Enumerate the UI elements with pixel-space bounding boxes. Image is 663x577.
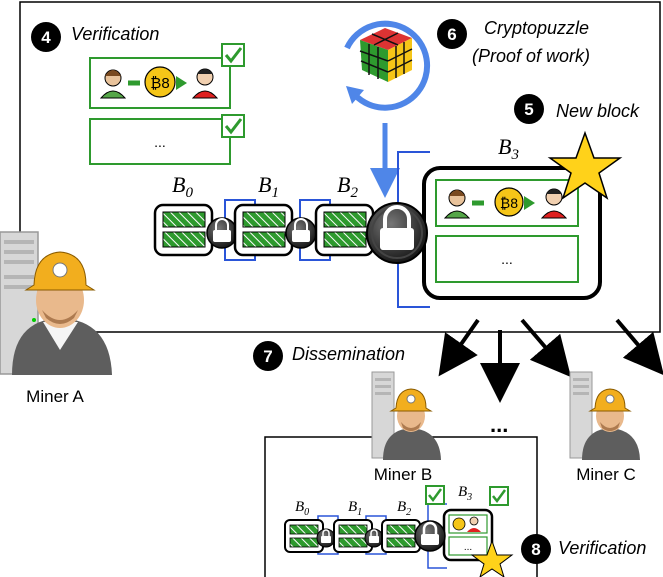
block-b3: ₿8 ... [422,166,602,300]
lock-icon [316,528,336,548]
step-5-label: New block [556,101,640,121]
miner-b-label: Miner B [374,465,433,484]
svg-text:₿8: ₿8 [150,75,169,92]
mini-block-b1 [333,519,373,553]
miner-a-label: Miner A [26,387,84,406]
step-6-label: Cryptopuzzle [484,18,589,38]
block-b3-label: B3 [498,134,519,163]
miner-b-avatar [383,388,441,460]
svg-text:...: ... [501,251,513,267]
step-7-label: Dissemination [292,344,405,364]
miner-c-label: Miner C [576,465,636,484]
svg-text:...: ... [464,542,472,553]
check-icon [489,486,509,506]
mini-block-b0-label: B0 [295,499,309,518]
rubik-cube-icon [344,20,431,111]
block-b1 [233,203,294,257]
more-miners-ellipsis: ... [490,412,508,437]
miner-c-avatar [582,388,640,460]
mini-block-b1-label: B1 [348,499,362,518]
pending-transaction: ... [89,118,231,165]
lock-icon [414,520,446,552]
block-b0 [153,203,214,257]
svg-text:₿8: ₿8 [500,195,518,211]
verified-transaction: ₿8 [89,57,231,109]
mini-block-b3: ... [442,508,494,562]
block-b2 [314,203,375,257]
svg-text:7: 7 [263,347,272,366]
step-7-badge: 7 [253,341,283,371]
lock-icon [285,217,317,249]
receiver-avatar-icon [191,68,219,99]
lock-icon [366,202,428,264]
lock-icon [206,217,238,249]
block-b1-label: B1 [258,172,279,201]
step-5-badge: 5 [514,94,544,124]
step-6-badge: 6 [437,19,467,49]
check-icon [425,485,445,505]
check-icon [221,114,245,138]
check-icon [221,43,245,67]
mini-block-b3-label: B3 [458,484,472,503]
mini-block-b2-label: B2 [397,499,411,518]
step-8-badge: 8 [521,534,551,564]
step-4-label: Verification [71,24,159,44]
mini-block-b0 [284,519,324,553]
lock-icon [364,528,384,548]
step-8-label: Verification [558,538,646,558]
star-icon [547,130,623,200]
svg-text:5: 5 [524,100,533,119]
block-b2-label: B2 [337,172,358,201]
svg-text:4: 4 [41,28,51,47]
bitcoin-coin-icon: ₿8 [144,66,176,98]
svg-text:...: ... [154,134,166,150]
step-4-badge: 4 [31,22,61,52]
server-icon [569,371,593,459]
server-icon [371,371,395,459]
svg-text:8: 8 [531,540,540,559]
block-b0-label: B0 [172,172,193,201]
step-6-sublabel: (Proof of work) [472,46,590,66]
sender-avatar-icon [99,69,127,99]
star-icon [470,539,514,577]
miner-a-avatar [12,251,112,375]
dissemination-arrows [438,318,663,403]
svg-text:6: 6 [447,25,456,44]
